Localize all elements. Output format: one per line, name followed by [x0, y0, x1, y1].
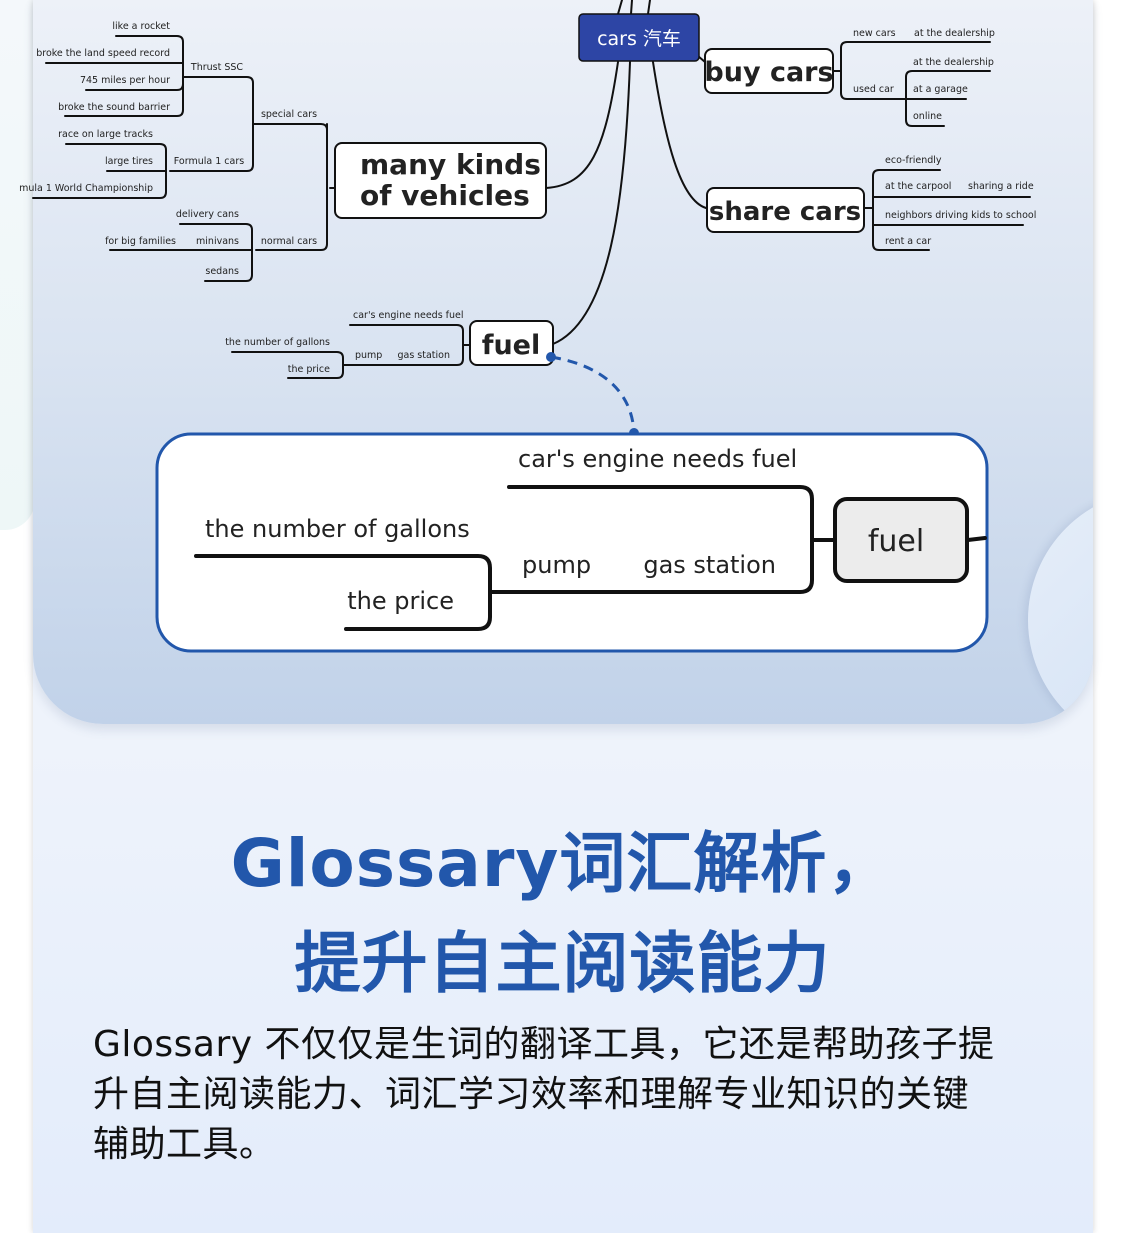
label-garage: at a garage	[913, 84, 968, 95]
label-new-cars: new cars	[853, 28, 896, 39]
zoom-pump: pump	[522, 551, 591, 579]
connector-root-kinds	[545, 61, 619, 189]
label-sound-barrier: broke the sound barrier	[58, 102, 170, 113]
label-normal-cars: normal cars	[261, 236, 317, 247]
node-fuel-label: fuel	[482, 330, 541, 361]
label-new-dealership: at the dealership	[914, 28, 995, 39]
label-gas-station: gas station	[397, 350, 450, 361]
label-used-dealership: at the dealership	[913, 57, 994, 68]
label-land-speed: broke the land speed record	[36, 48, 170, 59]
node-fuel[interactable]	[469, 320, 554, 366]
zoom-fuel-node	[833, 497, 969, 583]
connector-root-fuel	[552, 61, 631, 345]
node-many-kinds-line1: many kinds	[360, 148, 541, 181]
description: Glossary 不仅仅是生词的翻译工具，它还是帮助孩子提 升自主阅读能力、词汇…	[93, 1020, 1053, 1170]
label-like-a-rocket: like a rocket	[112, 21, 170, 32]
label-sharing-ride: sharing a ride	[968, 181, 1034, 192]
label-online: online	[913, 111, 942, 122]
label-thrust-ssc: Thrust SSC	[190, 62, 244, 73]
zoom-gas-station: gas station	[643, 551, 776, 579]
label-big-families: for big families	[105, 236, 176, 247]
mindmap: cars 汽车 many kinds of vehicles buy cars …	[19, 0, 1036, 653]
label-pump: pump	[355, 350, 382, 361]
zoom-fuel-label: fuel	[868, 524, 924, 559]
label-carpool: at the carpool	[885, 181, 951, 192]
node-share-cars-label: share cars	[709, 197, 861, 227]
label-formula-1: Formula 1 cars	[174, 156, 244, 167]
description-line1: Glossary 不仅仅是生词的翻译工具，它还是帮助孩子提	[93, 1024, 995, 1065]
label-special-cars: special cars	[261, 109, 317, 120]
node-many-kinds-line2: of vehicles	[360, 179, 530, 212]
label-neighbors: neighbors driving kids to school	[885, 210, 1036, 221]
zoom-gallons: the number of gallons	[205, 515, 470, 543]
zoom-engine: car's engine needs fuel	[518, 445, 797, 473]
label-gallons: the number of gallons	[225, 337, 330, 348]
label-price: the price	[288, 364, 330, 375]
description-line3: 辅助工具。	[93, 1124, 276, 1165]
label-large-tracks: race on large tracks	[58, 129, 153, 140]
label-minivans: minivans	[196, 236, 239, 247]
label-eco-friendly: eco-friendly	[885, 155, 942, 166]
zoom-price: the price	[347, 587, 454, 615]
node-share-cars[interactable]	[706, 187, 865, 233]
label-f1-championship: mula 1 World Championship	[19, 183, 153, 194]
left-decoration	[0, 0, 35, 530]
root-node[interactable]	[578, 13, 700, 62]
label-sedans: sedans	[205, 266, 239, 277]
headline-line1: Glossary词汇解析，	[230, 825, 895, 902]
label-used-car: used car	[853, 84, 894, 95]
callout-pointer-start	[546, 352, 556, 362]
label-rent-a-car: rent a car	[885, 236, 931, 247]
callout-pointer	[550, 355, 636, 434]
label-engine: car's engine needs fuel	[353, 310, 464, 321]
label-large-tires: large tires	[105, 156, 153, 167]
connector-root-share	[652, 61, 707, 209]
description-line2: 升自主阅读能力、词汇学习效率和理解专业知识的关键	[93, 1074, 970, 1115]
node-buy-cars[interactable]	[704, 48, 834, 94]
label-745-mph: 745 miles per hour	[80, 75, 170, 86]
label-delivery-cans: delivery cans	[176, 209, 239, 220]
headline-line2: 提升自主阅读能力	[294, 925, 831, 1002]
root-label: cars 汽车	[597, 28, 681, 50]
node-buy-cars-label: buy cars	[704, 57, 833, 88]
node-many-kinds[interactable]	[334, 142, 547, 219]
